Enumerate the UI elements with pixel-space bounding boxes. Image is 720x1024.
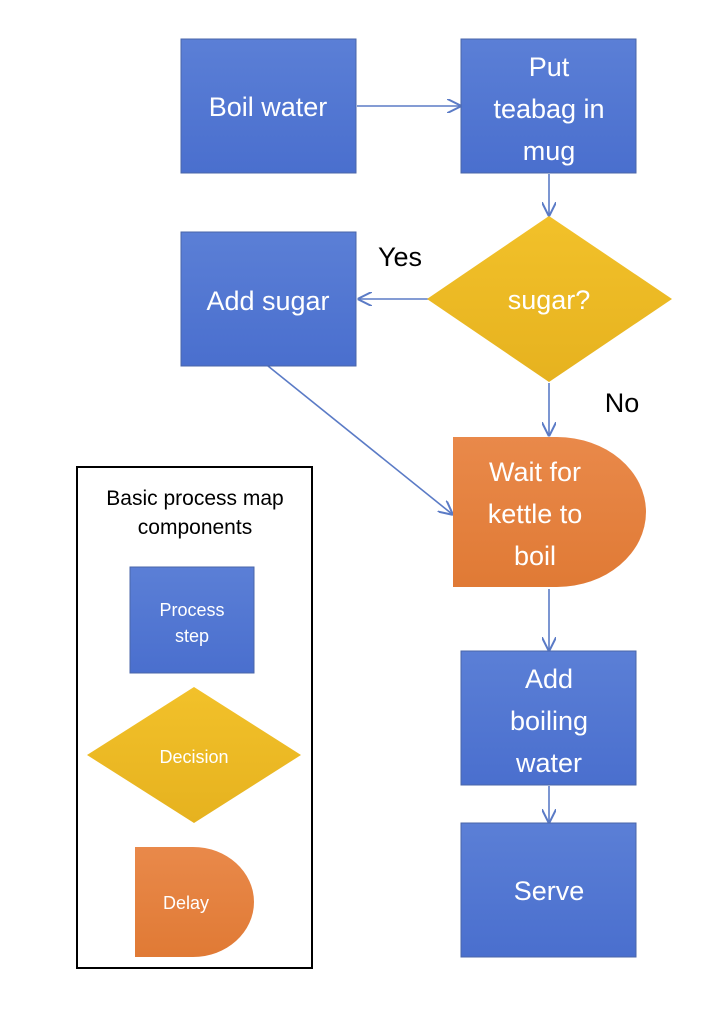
- decision-sugar: sugar?: [427, 216, 672, 382]
- edge-label-no: No: [605, 388, 640, 418]
- edge-label-yes: Yes: [378, 242, 422, 272]
- legend-label: step: [175, 626, 209, 646]
- legend-label: Decision: [159, 747, 228, 767]
- node-label: Put: [529, 52, 570, 82]
- node-label: kettle to: [488, 499, 583, 529]
- node-label: Wait for: [489, 457, 581, 487]
- legend-label: Delay: [163, 893, 209, 913]
- connectors: [267, 106, 549, 822]
- process-step-boil-water: Boil water: [180, 38, 357, 174]
- node-label: Boil water: [209, 92, 328, 122]
- process-step-put-teabag: Put teabag in mug: [460, 38, 637, 174]
- node-label: sugar?: [508, 285, 591, 315]
- node-label: boiling: [510, 706, 588, 736]
- legend-decision: Decision: [87, 687, 301, 823]
- process-step-add-boiling-water: Add boiling water: [460, 650, 637, 786]
- legend-delay: Delay: [135, 847, 254, 957]
- legend: Basic process map components Process ste…: [76, 466, 313, 969]
- node-label: Add sugar: [206, 286, 329, 316]
- connector-sugar-to-wait: [267, 365, 452, 514]
- node-label: Add: [525, 664, 573, 694]
- node-label: boil: [514, 541, 556, 571]
- legend-title: components: [138, 516, 252, 539]
- delay-wait-for-kettle: Wait for kettle to boil: [453, 437, 646, 587]
- node-label: water: [515, 748, 582, 778]
- legend-title: Basic process map: [106, 487, 283, 510]
- node-label: mug: [523, 136, 576, 166]
- process-step-add-sugar: Add sugar: [180, 231, 357, 367]
- node-label: Serve: [514, 876, 585, 906]
- legend-process-step: Process step: [129, 566, 255, 674]
- node-label: teabag in: [493, 94, 604, 124]
- legend-label: Process: [159, 600, 224, 620]
- process-step-serve: Serve: [460, 822, 637, 958]
